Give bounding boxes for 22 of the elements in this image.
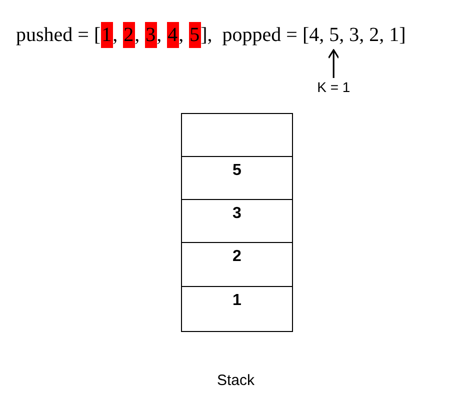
- formula-text: ,: [112, 23, 118, 48]
- array-element: 5,: [329, 22, 344, 48]
- arrow: [328, 49, 340, 78]
- highlighted-digit: 5: [188, 22, 201, 48]
- empty-stack-cell: [181, 113, 293, 157]
- highlighted-digit: 4: [166, 22, 179, 48]
- stack-cell: 3: [181, 199, 293, 243]
- highlighted-digit: 2: [122, 22, 135, 48]
- formula-text: ,: [134, 23, 140, 48]
- formula-text: pushed = [: [16, 23, 101, 48]
- stack-cell: 1: [181, 286, 293, 332]
- highlighted-digit: 1: [100, 22, 113, 48]
- pointer-label: K = 1: [317, 79, 350, 95]
- formula-text: ],: [200, 23, 212, 48]
- highlighted-digit: 3: [144, 22, 157, 48]
- formula-text: 3, 2, 1]: [349, 23, 406, 48]
- formula-text: popped = [4,: [222, 23, 324, 48]
- stack-cell: 5: [181, 156, 293, 200]
- formula-text: ,: [156, 23, 162, 48]
- stack-cell: 2: [181, 242, 293, 287]
- formula-text: ,: [178, 23, 184, 48]
- caption-text: Stack: [217, 372, 255, 389]
